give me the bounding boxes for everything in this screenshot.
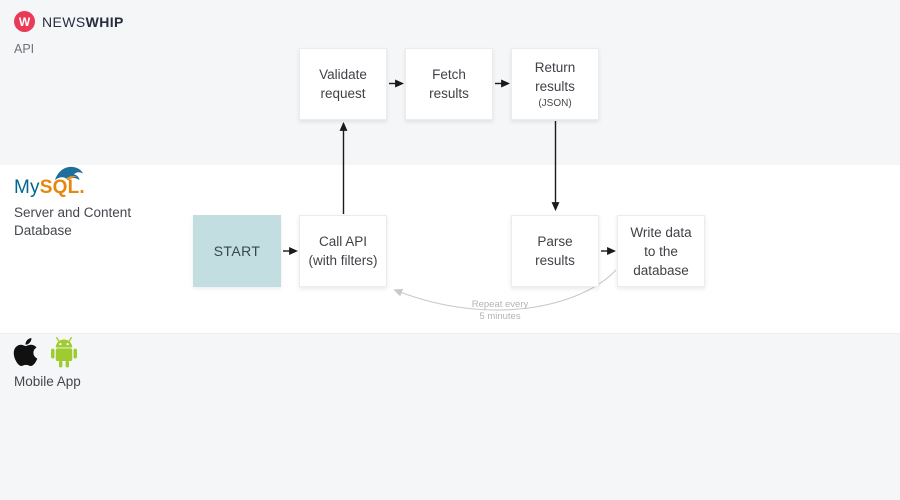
database-section-label: Server and Content Database [14, 204, 131, 240]
node-parse-line2: results [535, 253, 575, 268]
android-icon [51, 337, 77, 368]
node-call-api-line1: Call API [318, 234, 368, 249]
node-parse-results: Parse results [511, 215, 599, 287]
node-call-api: Call API (with filters) [299, 215, 387, 287]
mysql-dolphin-icon [55, 166, 83, 181]
mobile-section-label: Mobile App [14, 374, 81, 389]
apple-icon [13, 338, 38, 366]
newswhip-wordmark: NEWSWHIP [42, 14, 124, 30]
node-start: START [193, 215, 281, 287]
node-validate-line1: Validate [319, 67, 367, 82]
mysql-wordmark: MySQL. [14, 177, 85, 199]
node-return-line1: Return [534, 60, 576, 75]
newswhip-logo: W NEWSWHIP [14, 11, 124, 32]
mysql-wordmark-dot: . [79, 177, 85, 198]
database-label-line1: Server and Content [14, 205, 132, 220]
node-call-api-line2: (with filters) [308, 253, 378, 268]
database-band [0, 165, 900, 333]
node-fetch-line2: results [429, 86, 469, 101]
newswhip-wordmark-whip: WHIP [85, 13, 124, 30]
repeat-loop-label: Repeat every 5 minutes [452, 299, 548, 323]
newswhip-badge-icon: W [14, 11, 35, 32]
mobile-band [0, 333, 900, 500]
repeat-loop-label-line2: 5 minutes [479, 311, 521, 322]
node-write-line3: database [633, 262, 689, 278]
api-section-label: API [14, 42, 35, 56]
newswhip-wordmark-news: NEWS [42, 13, 86, 30]
mysql-wordmark-my: My [14, 177, 40, 198]
node-validate-line2: request [320, 86, 366, 101]
node-return-sublabel: (JSON) [538, 98, 572, 109]
node-parse-line1: Parse [537, 234, 573, 249]
node-fetch-results: Fetch results [405, 48, 493, 120]
database-label-line2: Database [14, 223, 72, 238]
node-return-line2: results [535, 79, 575, 94]
node-write-line2: to the [644, 243, 678, 259]
node-fetch-line1: Fetch [432, 67, 466, 82]
node-start-label: START [213, 242, 261, 259]
repeat-loop-label-line1: Repeat every [471, 299, 529, 310]
node-return-results: Return results (JSON) [511, 48, 599, 120]
mysql-wordmark-sql: SQL [39, 177, 80, 198]
node-write-data: Write data to the database [617, 215, 705, 287]
node-write-line1: Write data [630, 224, 692, 240]
node-validate-request: Validate request [299, 48, 387, 120]
